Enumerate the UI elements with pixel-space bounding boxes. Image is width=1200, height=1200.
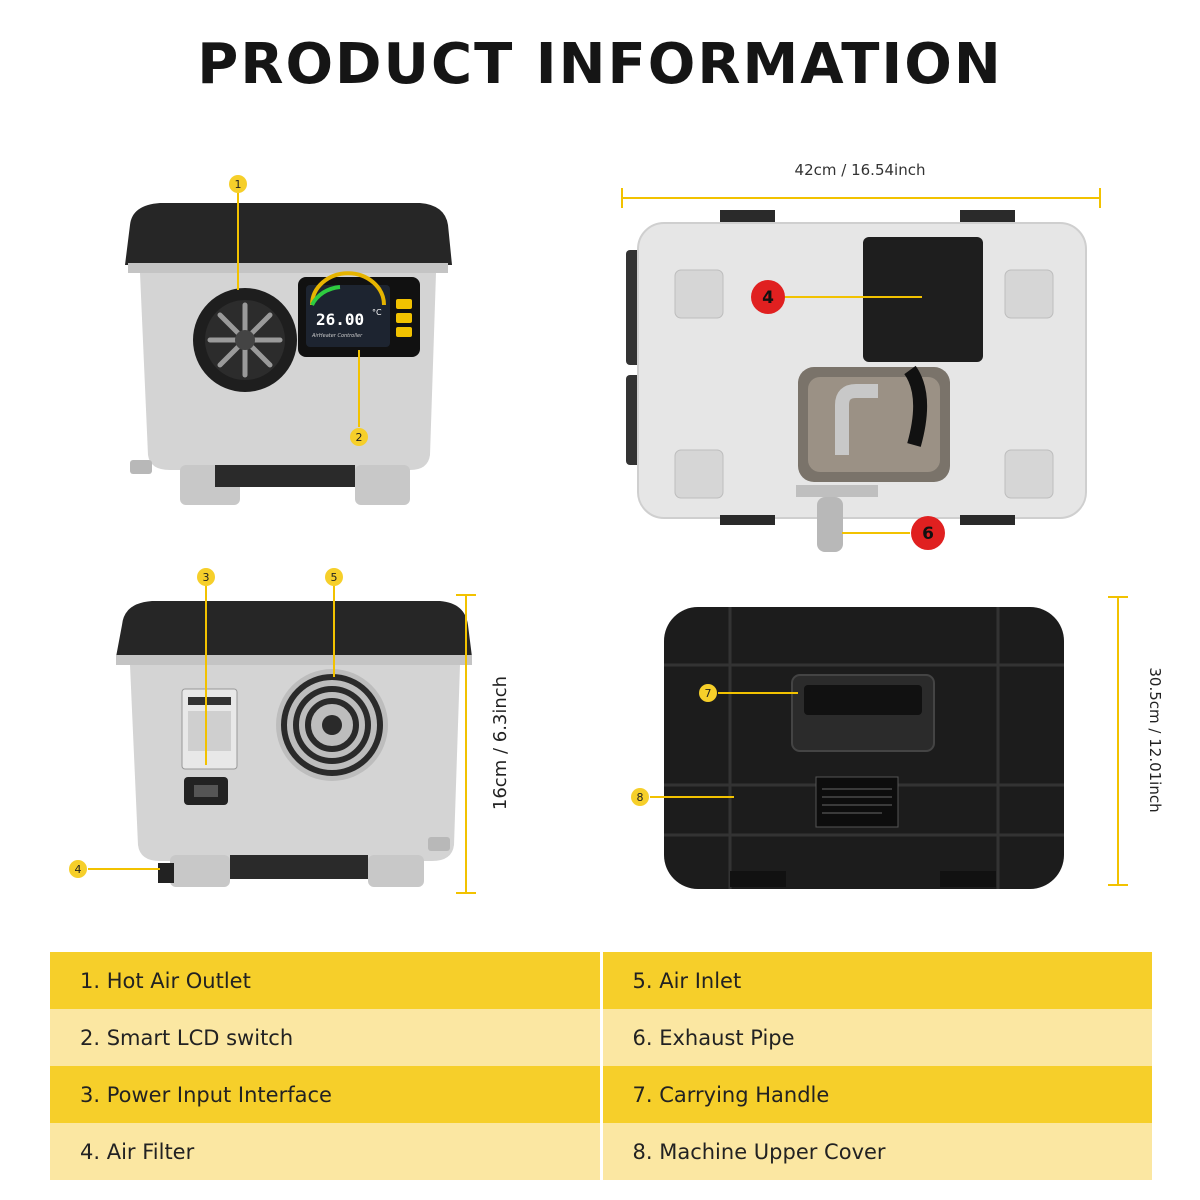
callout-4: 4 [75, 863, 82, 876]
table-row: 1. Hot Air Outlet 5. Air Inlet [50, 952, 1152, 1009]
table-row: 3. Power Input Interface 7. Carrying Han… [50, 1066, 1152, 1123]
lcd-temperature: 26.00 [316, 310, 364, 329]
callout-5: 5 [331, 571, 338, 584]
dimension-width: 42cm / 16.54inch [795, 161, 926, 179]
callout-3: 3 [203, 571, 210, 584]
back-view-panel: 3 5 4 16cm / 6.3inch [60, 565, 530, 910]
back-view-illustration: 3 5 4 16cm / 6.3inch [69, 568, 511, 894]
callout-6: 6 [922, 524, 934, 544]
callout-2: 2 [356, 431, 363, 444]
table-row: 4. Air Filter 8. Machine Upper Cover [50, 1123, 1152, 1180]
part-5-air-inlet: 5. Air Inlet [599, 952, 1152, 1009]
part-3-power-input-interface: 3. Power Input Interface [50, 1066, 600, 1123]
front-view-illustration: 26.00 °C AirHeater Controller 1 2 [125, 175, 452, 505]
part-4-air-filter: 4. Air Filter [50, 1123, 600, 1180]
callout-1: 1 [235, 178, 242, 191]
part-2-smart-lcd-switch: 2. Smart LCD switch [50, 1009, 600, 1066]
callout-8: 8 [637, 791, 644, 804]
top-view-panel: 42cm / 16.54inch 4 [610, 155, 1120, 565]
dimension-height: 16cm / 6.3inch [490, 676, 511, 810]
case-view-panel: 7 8 30.5cm / 12.01inch [620, 585, 1170, 905]
callout-4-top: 4 [762, 288, 774, 308]
part-7-carrying-handle: 7. Carrying Handle [599, 1066, 1152, 1123]
lcd-brand: AirHeater Controller [311, 333, 363, 339]
top-view-illustration: 42cm / 16.54inch 4 [621, 161, 1101, 552]
callout-7: 7 [705, 687, 712, 700]
front-view-panel: 26.00 °C AirHeater Controller 1 2 [100, 165, 480, 525]
case-view-illustration: 7 8 30.5cm / 12.01inch [631, 596, 1164, 889]
dimension-case-height: 30.5cm / 12.01inch [1146, 667, 1164, 812]
lcd-unit: °C [372, 308, 382, 317]
part-6-exhaust-pipe: 6. Exhaust Pipe [599, 1009, 1152, 1066]
parts-table: 1. Hot Air Outlet 5. Air Inlet 2. Smart … [50, 952, 1152, 1180]
part-1-hot-air-outlet: 1. Hot Air Outlet [50, 952, 600, 1009]
part-8-machine-upper-cover: 8. Machine Upper Cover [599, 1123, 1152, 1180]
table-row: 2. Smart LCD switch 6. Exhaust Pipe [50, 1009, 1152, 1066]
page-title: PRODUCT INFORMATION [197, 32, 1003, 97]
